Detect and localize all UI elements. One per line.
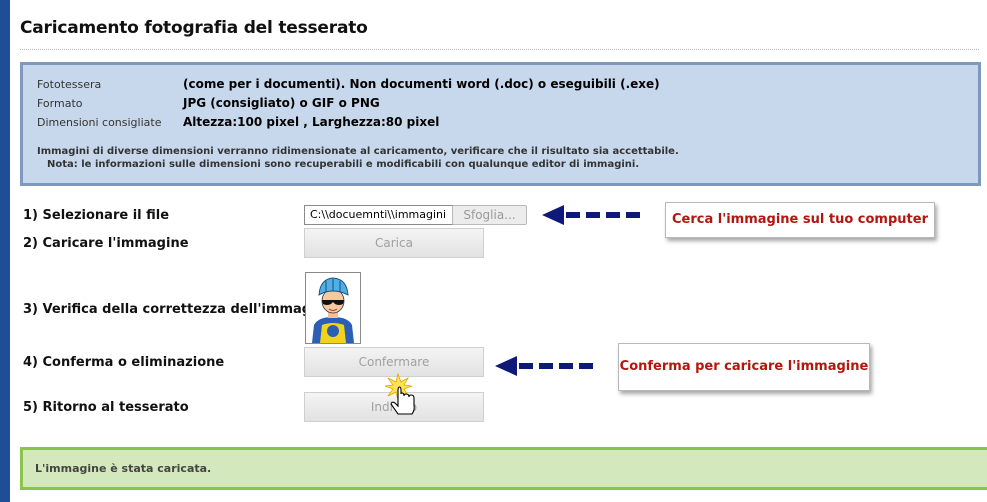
uploaded-photo-preview [305,272,361,344]
browse-button[interactable]: Sfoglia... [452,205,527,225]
info-value: (come per i documenti). Non documenti wo… [183,77,660,91]
arrow-left-icon [542,205,640,225]
step-verify-image: 3) Verifica della correttezza dell'immag… [23,302,334,317]
step-select-file: 1) Selezionare il file [23,208,170,223]
info-row-fototessera: Fototessera (come per i documenti). Non d… [37,77,660,91]
info-label: Dimensioni consigliate [37,116,162,129]
step-return: 5) Ritorno al tesserato [23,400,189,415]
info-label: Formato [37,97,83,110]
cyclist-avatar-icon [312,277,354,343]
info-label: Fototessera [37,78,102,91]
info-note-resize: Immagini di diverse dimensioni verranno … [37,146,679,157]
step-confirm-delete: 4) Conferma o eliminazione [23,355,225,370]
page-title: Caricamento fotografia del tesserato [20,18,368,38]
hand-cursor-icon [384,372,415,415]
info-note-dimensions: Nota: le informazioni sulle dimensioni s… [47,159,640,170]
info-row-dimensioni: Dimensioni consigliate Altezza:100 pixel … [37,115,439,129]
info-row-formato: Formato JPG (consigliato) o GIF o PNG [37,96,380,110]
upload-button[interactable]: Carica [304,228,484,258]
step-upload-image: 2) Caricare l'immagine [23,236,189,251]
arrow-left-icon [495,356,593,376]
success-message: L'immagine è stata caricata. [20,447,987,490]
browse-hint-callout: Cerca l'immagine sul tuo computer [665,202,935,238]
confirm-hint-callout: Conferma per caricare l'immagine [618,343,870,391]
info-value: Altezza:100 pixel , Larghezza:80 pixel [183,115,440,129]
left-accent-bar [0,0,10,502]
info-value: JPG (consigliato) o GIF o PNG [183,96,380,110]
confirm-button[interactable]: Confermare [304,347,484,377]
title-divider [20,49,979,50]
file-path-input[interactable]: C:\\docuemnti\\immagini [304,205,454,225]
info-panel: Fototessera (come per i documenti). Non d… [20,62,981,186]
